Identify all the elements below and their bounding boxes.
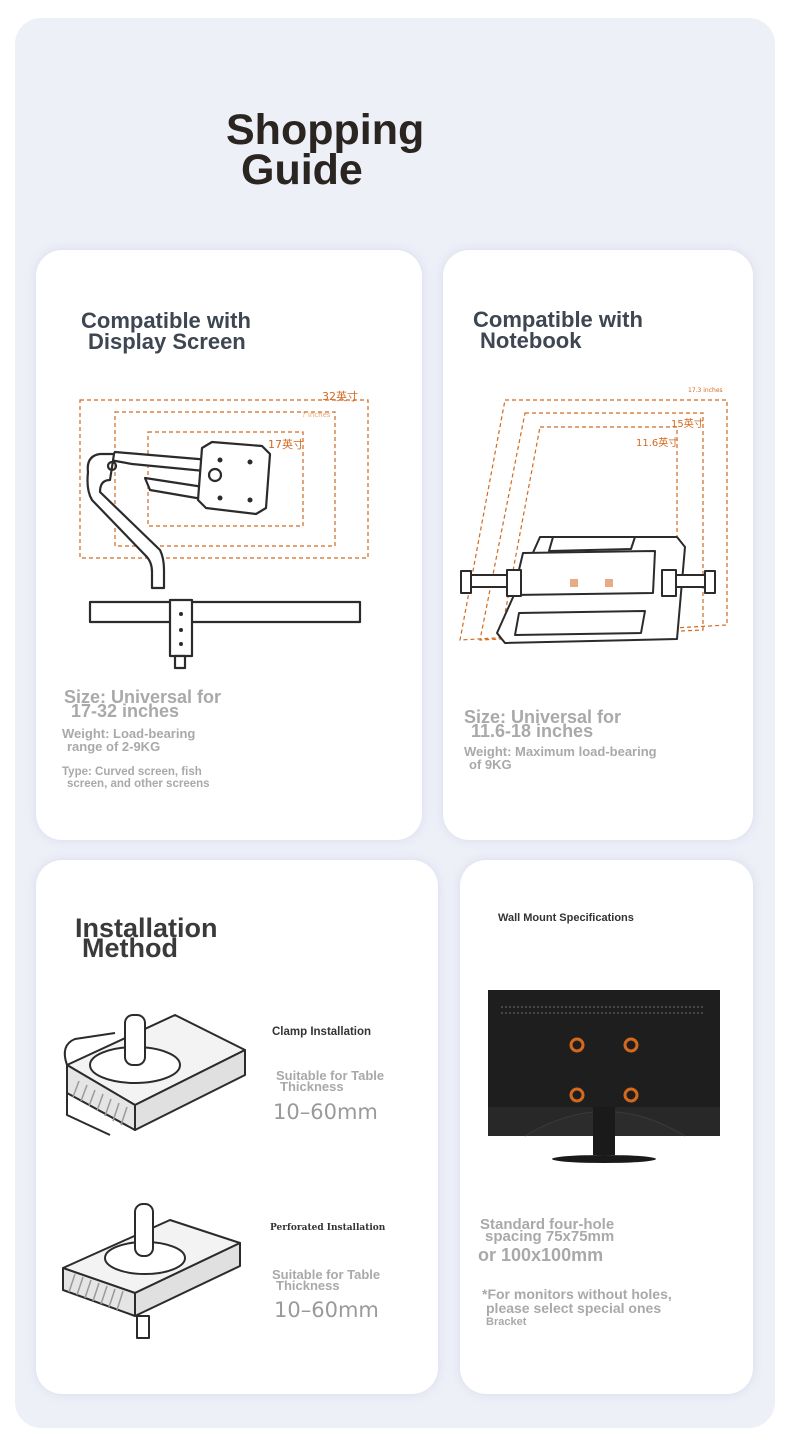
- notebook-heading: Compatible with Notebook: [473, 307, 643, 353]
- wall-mount-spacing-alt: or 100x100mm: [478, 1245, 604, 1265]
- wall-mount-heading: Wall Mount Specifications: [498, 912, 634, 924]
- monitor-arm-illustration: [79, 399, 369, 670]
- display-heading: Compatible with Display Screen: [81, 308, 251, 354]
- perforated-installation-icon: [62, 1203, 241, 1339]
- notebook-weight-text: Weight: Maximum load-bearing of 9KG: [464, 744, 657, 772]
- display-type-text: Type: Curved screen, fish screen, and ot…: [62, 766, 210, 790]
- notebook-label-17: 17.3 inches: [688, 387, 723, 394]
- wall-mount-spacing: Standard four-hole spacing 75x75mm: [480, 1216, 615, 1245]
- notebook-label-15: 15英寸: [671, 419, 704, 430]
- perforated-suitable-text: Suitable for Table Thickness: [272, 1267, 381, 1293]
- notebook-size-text: Size: Universal for 11.6-18 inches: [464, 707, 622, 741]
- display-label-17: 17英寸: [268, 438, 304, 451]
- clamp-label: Clamp Installation: [272, 1026, 372, 1038]
- title-line-2: Guide: [241, 146, 363, 194]
- display-label-32: 32英寸: [322, 390, 358, 403]
- display-label-middle: ? inches: [302, 411, 331, 419]
- notebook-label-11: 11.6英寸: [636, 438, 679, 449]
- perforated-label: Perforated Installation: [270, 1223, 386, 1233]
- clamp-range: 10–60mm: [273, 1100, 378, 1124]
- page-title: Shopping Guide: [226, 109, 424, 194]
- notebook-tray-illustration: [459, 399, 728, 644]
- wall-mount-note: *For monitors without holes, please sele…: [482, 1286, 672, 1328]
- perforated-range: 10–60mm: [274, 1298, 379, 1322]
- clamp-suitable-text: Suitable for Table Thickness: [276, 1068, 385, 1094]
- installation-heading: Installation Method: [75, 913, 218, 963]
- clamp-installation-icon: [63, 1014, 246, 1136]
- title-line-1: Shopping: [226, 106, 425, 154]
- display-size-text: Size: Universal for 17-32 inches: [64, 687, 222, 721]
- display-card: [36, 250, 422, 840]
- display-weight-text: Weight: Load-bearing range of 2-9KG: [62, 726, 196, 754]
- monitor-back-illustration: [488, 990, 720, 1163]
